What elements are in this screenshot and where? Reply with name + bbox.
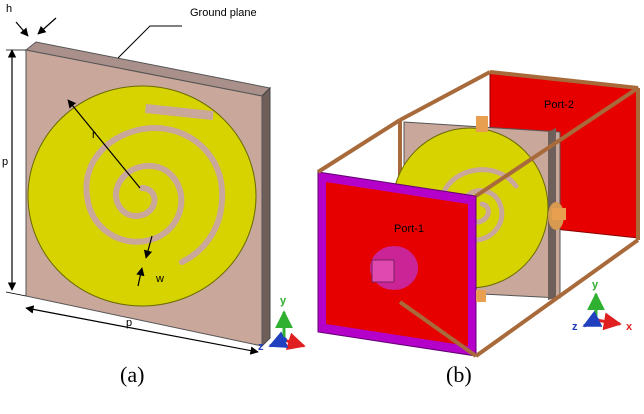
caption-a: (a) bbox=[120, 362, 144, 387]
port-2-feed-pins bbox=[552, 208, 566, 220]
panel-b: Port-1 Port-2 y x z (b) bbox=[316, 70, 640, 387]
label-r: r bbox=[92, 129, 96, 141]
label-port-2: Port-2 bbox=[544, 99, 574, 111]
spiral-slot bbox=[83, 125, 226, 265]
substrate-side-face bbox=[261, 86, 271, 348]
dim-w-arrow-bottom bbox=[136, 267, 145, 287]
dim-p-horizontal bbox=[25, 305, 259, 355]
spiral-slot-b bbox=[438, 167, 519, 244]
label-port-1: Port-1 bbox=[394, 223, 424, 235]
dim-h-arrow-right bbox=[37, 17, 57, 35]
axis-b-z-label: z bbox=[572, 321, 578, 333]
label-p-horizontal: p bbox=[126, 317, 132, 329]
ground-plane-leader bbox=[117, 25, 182, 59]
dim-h-arrow-left bbox=[15, 21, 29, 37]
panel-a: h Ground plane p p r w y z (a) bbox=[2, 3, 306, 387]
spiral-slot-start bbox=[145, 104, 214, 121]
label-h: h bbox=[6, 3, 12, 15]
label-p-vertical: p bbox=[2, 156, 8, 168]
waveguide-frame-front bbox=[316, 86, 640, 358]
port-1-feed-block bbox=[371, 259, 395, 283]
top-feed-pins bbox=[476, 116, 488, 132]
dim-w-arrow-top bbox=[143, 235, 153, 259]
bottom-feed-pins bbox=[476, 290, 486, 302]
axis-a-y-label: y bbox=[280, 295, 287, 307]
axis-b-x-label: x bbox=[626, 321, 633, 333]
label-ground-plane: Ground plane bbox=[190, 7, 257, 19]
caption-b: (b) bbox=[446, 362, 472, 387]
axis-triad-b: y x z bbox=[572, 279, 633, 333]
dim-p-vertical-ext-bot bbox=[5, 291, 27, 297]
axis-a-z-label: z bbox=[258, 341, 264, 353]
dim-r bbox=[67, 99, 141, 189]
label-w: w bbox=[155, 273, 164, 285]
axis-triad-a: y z bbox=[258, 295, 306, 353]
axis-b-y-label: y bbox=[592, 279, 599, 291]
